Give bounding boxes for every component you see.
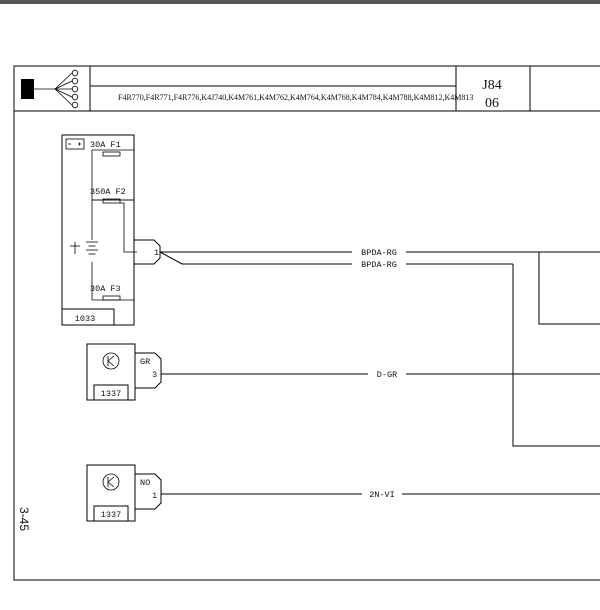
page-number: 3-45 xyxy=(17,507,31,531)
sensor-top-icon xyxy=(107,355,115,367)
sensor-bottom-connector-label: NO xyxy=(140,478,150,488)
wire-label-2: BPDA-RG xyxy=(361,260,397,270)
sensor-bottom-icon xyxy=(107,476,115,488)
sensor-bottom-pin: 1 xyxy=(152,491,157,501)
fuse-f3-icon xyxy=(102,295,121,301)
fuse-f1-label: 30A F1 xyxy=(90,140,121,150)
top-bar xyxy=(0,0,600,4)
fuse-box-connector-pin: 1 xyxy=(154,248,159,258)
wire-label-bg-1 xyxy=(352,246,406,257)
sensor-top-1337: 1337 xyxy=(86,343,136,401)
sensor-bottom-id: 1337 xyxy=(101,510,121,520)
sensor-top-pin: 3 xyxy=(152,370,157,380)
sensor-bottom-connector xyxy=(135,473,162,510)
wire-bpda-rg-1-route xyxy=(538,252,600,325)
sensor-top-connector-label: GR xyxy=(140,357,150,367)
engine-codes: F4R770,F4R771,F4R776,K4J740,K4M761,K4M76… xyxy=(118,93,473,102)
fuse-f3-label: 30A F3 xyxy=(90,284,121,294)
wire-label-bg-3 xyxy=(368,368,406,379)
wire-bpda-rg-2-branch xyxy=(159,251,513,265)
fuse-f2-output-wire xyxy=(120,202,137,253)
wire-label-bg-4 xyxy=(362,488,402,499)
sheet-number: 06 xyxy=(485,96,499,111)
wire-bpda-rg-2-route xyxy=(512,264,600,447)
wire-label-bg-2 xyxy=(352,258,406,269)
sensor-top-connector xyxy=(135,352,162,389)
battery-icon xyxy=(65,138,85,150)
fuse-box-id: 1033 xyxy=(75,314,95,324)
page-frame xyxy=(13,65,600,581)
fuse-f2-icon xyxy=(102,198,121,204)
wire-label-4: 2N-VI xyxy=(369,490,395,500)
battery-symbol-icon xyxy=(70,241,98,255)
fuse-f2-label: 350A F2 xyxy=(90,187,126,197)
diagram-code: J84 xyxy=(482,78,501,93)
sensor-top-id: 1337 xyxy=(101,389,121,399)
fuse-box-1033: 30A F1 350A F2 30A F3 1033 xyxy=(61,134,137,326)
wire-label-3: D-GR xyxy=(377,370,397,380)
wire-label-1: BPDA-RG xyxy=(361,248,397,258)
connector-logo-icon xyxy=(21,69,79,109)
fuse-f1-icon xyxy=(102,151,121,157)
sensor-bottom-1337: 1337 xyxy=(86,464,136,522)
